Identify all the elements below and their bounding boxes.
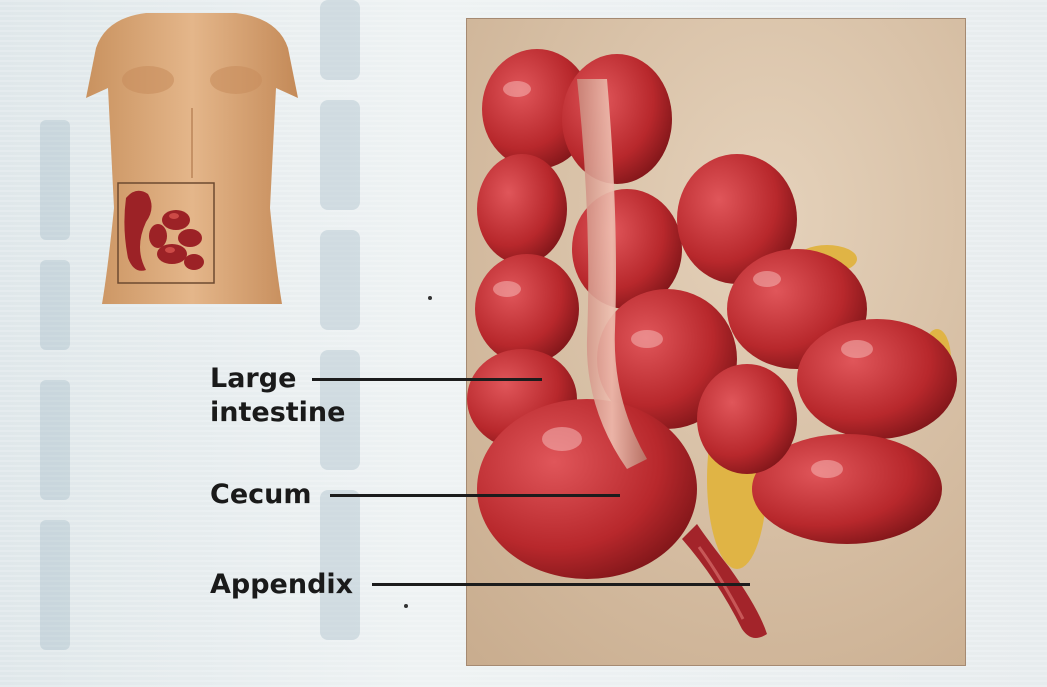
speck: [404, 604, 408, 608]
label-cecum: Cecum: [210, 478, 312, 512]
anatomy-panel: [466, 18, 966, 666]
leader-line-cecum: [330, 494, 620, 497]
leader-line-large-intestine: [312, 378, 542, 381]
label-large-intestine-line1: Large: [210, 363, 296, 394]
label-large-intestine: Large intestine: [210, 362, 345, 430]
intestine-anatomy-illustration: [467, 19, 966, 666]
label-appendix: Appendix: [210, 568, 353, 602]
label-large-intestine-line2: intestine: [210, 397, 345, 428]
torso-inset-icon: [86, 8, 298, 304]
speck: [428, 296, 432, 300]
leader-line-appendix: [372, 583, 750, 586]
